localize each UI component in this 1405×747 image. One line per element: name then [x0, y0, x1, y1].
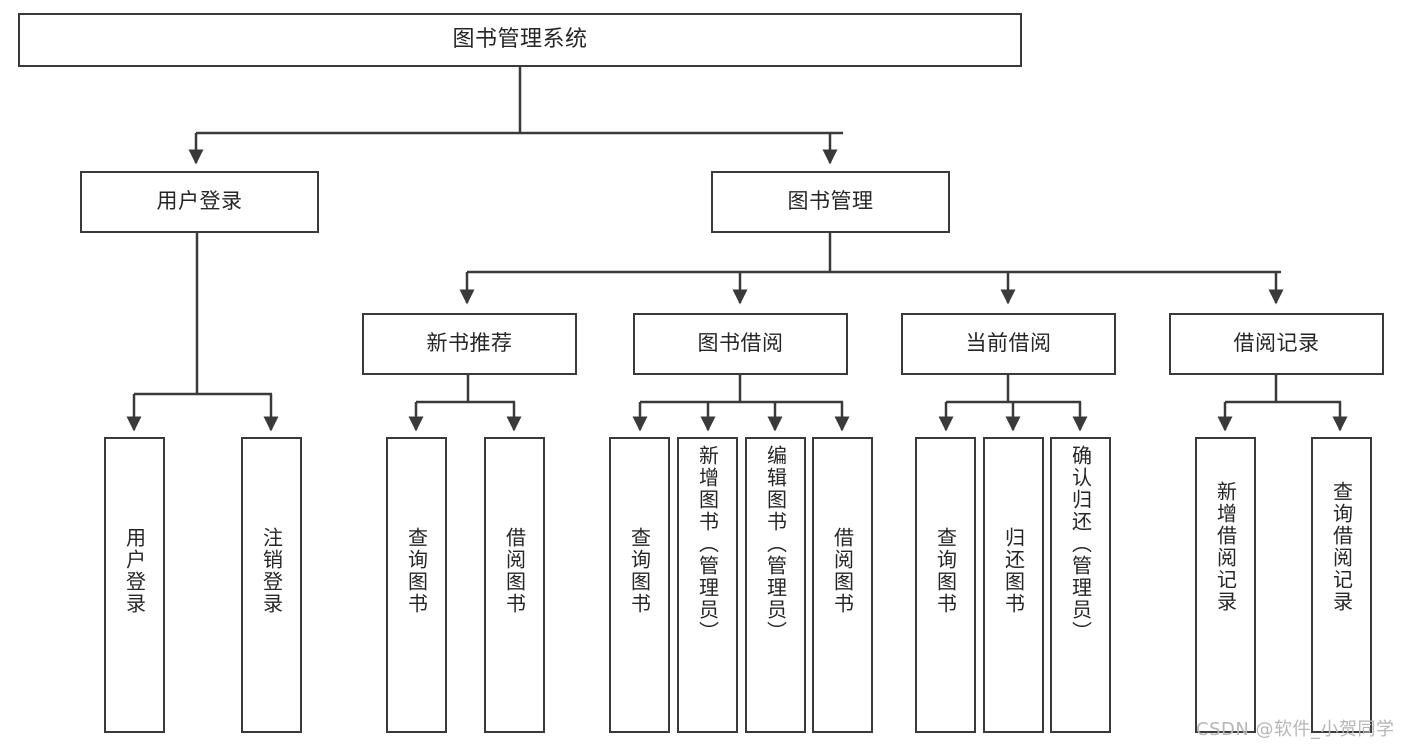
node-leaf-add-book-admin[interactable]: 新增图书（管理员）: [677, 437, 738, 733]
node-leaf-query-book-1-label: 查询图书: [404, 527, 429, 615]
watermark: CSDN @软件_小贺同学: [1196, 719, 1395, 740]
node-leaf-return-book-label: 归还图书: [1001, 527, 1026, 615]
node-new-book-recommend[interactable]: 新书推荐: [362, 313, 577, 375]
node-leaf-query-book-1[interactable]: 查询图书: [386, 437, 447, 733]
node-leaf-add-book-admin-label: 新增图书（管理员）: [695, 445, 720, 643]
node-leaf-user-logout-label: 注销登录: [259, 527, 284, 615]
node-leaf-query-book-2[interactable]: 查询图书: [609, 437, 670, 733]
node-leaf-query-book-3-label: 查询图书: [933, 527, 958, 615]
node-leaf-user-login[interactable]: 用户登录: [104, 437, 165, 733]
node-leaf-edit-book-admin-label: 编辑图书（管理员）: [763, 445, 788, 643]
node-leaf-query-borrow-record-label: 查询借阅记录: [1329, 481, 1354, 613]
node-leaf-confirm-return-admin-label: 确认归还（管理员）: [1068, 445, 1093, 643]
node-current-borrow-label: 当前借阅: [965, 331, 1052, 356]
node-borrow-record[interactable]: 借阅记录: [1169, 313, 1384, 375]
node-user-login[interactable]: 用户登录: [80, 171, 319, 233]
node-root-label: 图书管理系统: [452, 26, 588, 52]
node-root[interactable]: 图书管理系统: [18, 13, 1022, 67]
node-leaf-confirm-return-admin[interactable]: 确认归还（管理员）: [1050, 437, 1111, 733]
node-leaf-borrow-book-2-label: 借阅图书: [830, 527, 855, 615]
node-leaf-borrow-book-1-label: 借阅图书: [502, 527, 527, 615]
node-leaf-user-logout[interactable]: 注销登录: [241, 437, 302, 733]
node-leaf-add-borrow-record[interactable]: 新增借阅记录: [1195, 437, 1256, 733]
node-leaf-query-borrow-record[interactable]: 查询借阅记录: [1311, 437, 1372, 733]
node-leaf-return-book[interactable]: 归还图书: [983, 437, 1044, 733]
node-book-manage[interactable]: 图书管理: [711, 171, 950, 233]
node-new-book-recommend-label: 新书推荐: [426, 331, 513, 356]
node-user-login-label: 用户登录: [156, 189, 243, 214]
node-leaf-borrow-book-1[interactable]: 借阅图书: [484, 437, 545, 733]
node-leaf-user-login-label: 用户登录: [122, 527, 147, 615]
node-leaf-add-borrow-record-label: 新增借阅记录: [1213, 481, 1238, 613]
node-book-manage-label: 图书管理: [787, 189, 874, 214]
node-book-borrow[interactable]: 图书借阅: [633, 313, 848, 375]
node-leaf-edit-book-admin[interactable]: 编辑图书（管理员）: [745, 437, 806, 733]
node-leaf-query-book-2-label: 查询图书: [627, 527, 652, 615]
node-leaf-query-book-3[interactable]: 查询图书: [915, 437, 976, 733]
node-book-borrow-label: 图书借阅: [697, 331, 784, 356]
node-current-borrow[interactable]: 当前借阅: [901, 313, 1116, 375]
node-leaf-borrow-book-2[interactable]: 借阅图书: [812, 437, 873, 733]
node-borrow-record-label: 借阅记录: [1233, 331, 1320, 356]
